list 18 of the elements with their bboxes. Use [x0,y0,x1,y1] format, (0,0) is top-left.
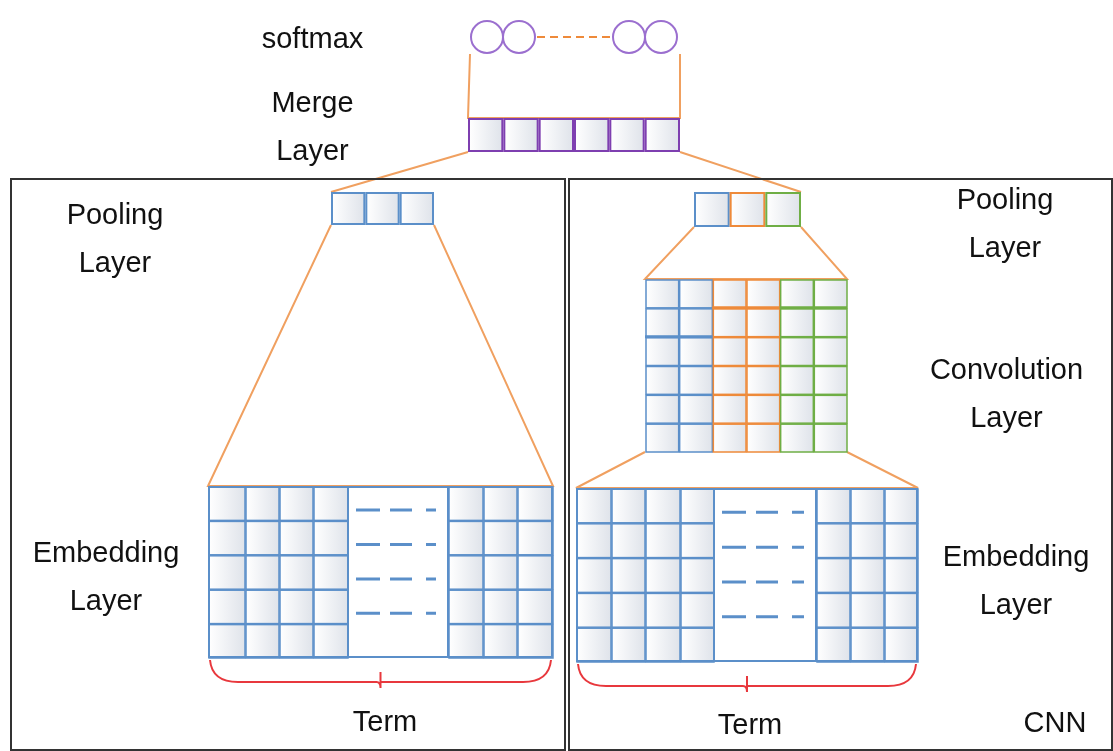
layer-label: softmax [260,21,365,56]
connector-line [642,226,850,280]
layer-label: Merge Layer [270,85,355,168]
term-label: Term [351,704,419,739]
layer-label: Embedding Layer [31,535,181,618]
layer-label: Convolution Layer [928,352,1085,435]
connector-line [575,451,919,489]
connector-line [466,53,681,119]
layer-label: Pooling Layer [65,197,165,280]
model-label: CNN [1022,705,1088,740]
layer-label: Embedding Layer [941,539,1091,622]
term-label: Term [716,707,784,742]
connector-line [679,151,802,193]
model-panel [568,178,1113,751]
connector-line [206,224,555,487]
layer-label: Pooling Layer [955,182,1055,265]
connector-line [330,151,469,193]
model-panel [10,178,566,751]
